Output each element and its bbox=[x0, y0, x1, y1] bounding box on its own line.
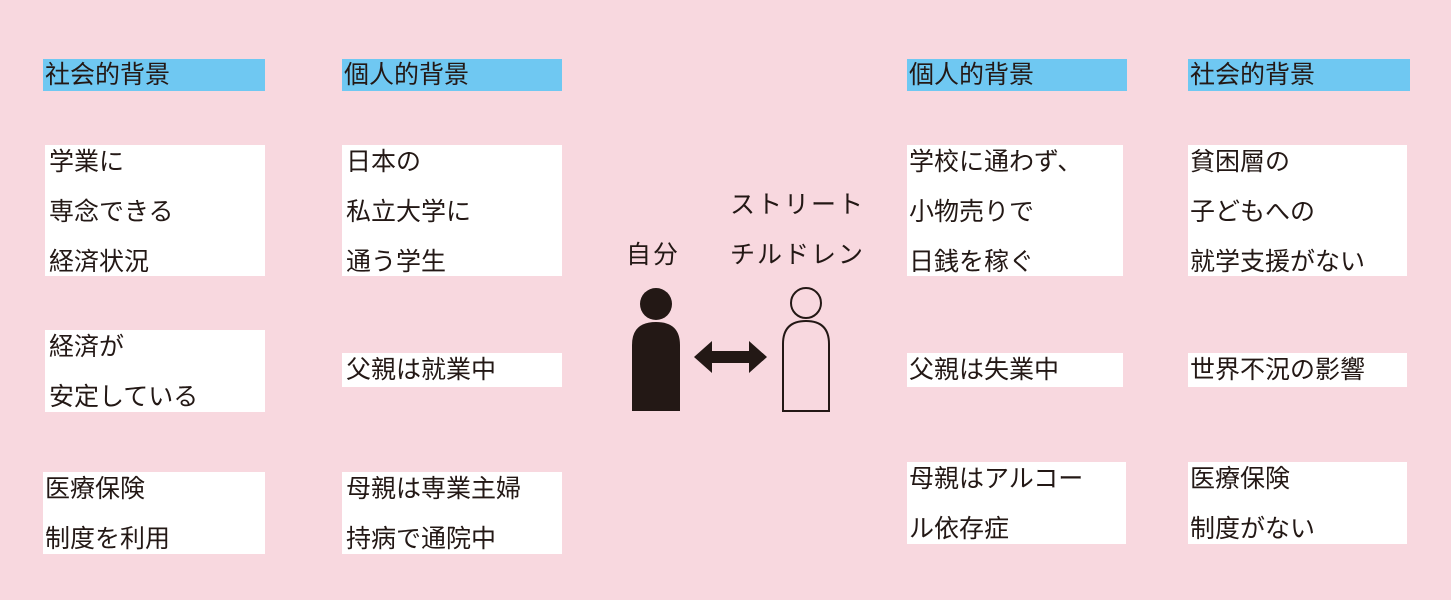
right-personal-item-3-line-1: 母親はアルコー bbox=[909, 464, 1084, 493]
street-children-label: ストリート チルドレン bbox=[730, 180, 865, 280]
left-personal-item-2-line-1: 父親は就業中 bbox=[346, 355, 497, 384]
self-label: 自分 bbox=[626, 240, 681, 269]
street-children-label-line-1: ストリート bbox=[730, 190, 866, 219]
right-personal-item-3-line-2: ル依存症 bbox=[909, 514, 1010, 543]
right-social-item-3-line-1: 医療保険 bbox=[1190, 464, 1291, 493]
left-personal-item-1-line-2: 私立大学に bbox=[346, 197, 472, 226]
right-social-item-3-line-2: 制度がない bbox=[1190, 514, 1316, 543]
left-personal-item-1: 日本の 私立大学に 通う学生 bbox=[342, 145, 562, 276]
right-social-item-1-line-3: 就学支援がない bbox=[1190, 247, 1366, 276]
right-social-item-2: 世界不況の影響 bbox=[1188, 353, 1407, 387]
left-personal-header: 個人的背景 bbox=[342, 59, 562, 91]
left-social-item-1: 学業に 専念できる 経済状況 bbox=[45, 145, 265, 276]
left-personal-item-1-line-3: 通う学生 bbox=[346, 247, 447, 276]
right-personal-item-2-line-1: 父親は失業中 bbox=[909, 355, 1060, 384]
right-personal-item-1-line-1: 学校に通わず、 bbox=[909, 147, 1083, 176]
right-personal-item-1-line-3: 日銭を稼ぐ bbox=[909, 247, 1035, 276]
left-social-item-2-line-2: 安定している bbox=[49, 382, 199, 411]
street-children-label-line-2: チルドレン bbox=[730, 240, 866, 269]
right-personal-item-2: 父親は失業中 bbox=[907, 353, 1123, 387]
left-social-item-3-line-1: 医療保険 bbox=[45, 474, 146, 503]
left-personal-item-2: 父親は就業中 bbox=[342, 353, 562, 387]
left-social-item-3-line-2: 制度を利用 bbox=[45, 524, 171, 553]
left-personal-item-3: 母親は専業主婦 持病で通院中 bbox=[342, 472, 562, 554]
right-social-item-1-line-1: 貧困層の bbox=[1190, 147, 1291, 176]
right-personal-item-3: 母親はアルコー ル依存症 bbox=[907, 462, 1126, 544]
right-social-item-1: 貧困層の 子どもへの 就学支援がない bbox=[1188, 145, 1407, 276]
left-social-item-1-line-1: 学業に bbox=[49, 147, 125, 176]
self-person-icon bbox=[632, 288, 680, 411]
right-social-item-3: 医療保険 制度がない bbox=[1188, 462, 1407, 544]
right-personal-header: 個人的背景 bbox=[907, 59, 1127, 91]
left-social-item-1-line-3: 経済状況 bbox=[49, 247, 150, 276]
right-social-header: 社会的背景 bbox=[1188, 59, 1410, 91]
left-social-header: 社会的背景 bbox=[43, 59, 265, 91]
left-social-item-2-line-1: 経済が bbox=[49, 332, 125, 361]
right-personal-item-1-line-2: 小物売りで bbox=[909, 197, 1035, 226]
left-social-item-3: 医療保険 制度を利用 bbox=[43, 472, 265, 554]
double-arrow-icon bbox=[694, 341, 767, 373]
left-personal-item-3-line-1: 母親は専業主婦 bbox=[346, 474, 522, 503]
left-social-item-2: 経済が 安定している bbox=[45, 330, 265, 412]
right-personal-item-1: 学校に通わず、 小物売りで 日銭を稼ぐ bbox=[907, 145, 1123, 276]
right-social-item-1-line-2: 子どもへの bbox=[1190, 197, 1316, 226]
right-social-item-2-line-1: 世界不況の影響 bbox=[1190, 355, 1366, 384]
street-child-person-icon bbox=[782, 287, 830, 412]
left-social-item-1-line-2: 専念できる bbox=[49, 197, 174, 226]
left-personal-item-1-line-1: 日本の bbox=[346, 147, 422, 176]
left-personal-item-3-line-2: 持病で通院中 bbox=[346, 524, 497, 553]
